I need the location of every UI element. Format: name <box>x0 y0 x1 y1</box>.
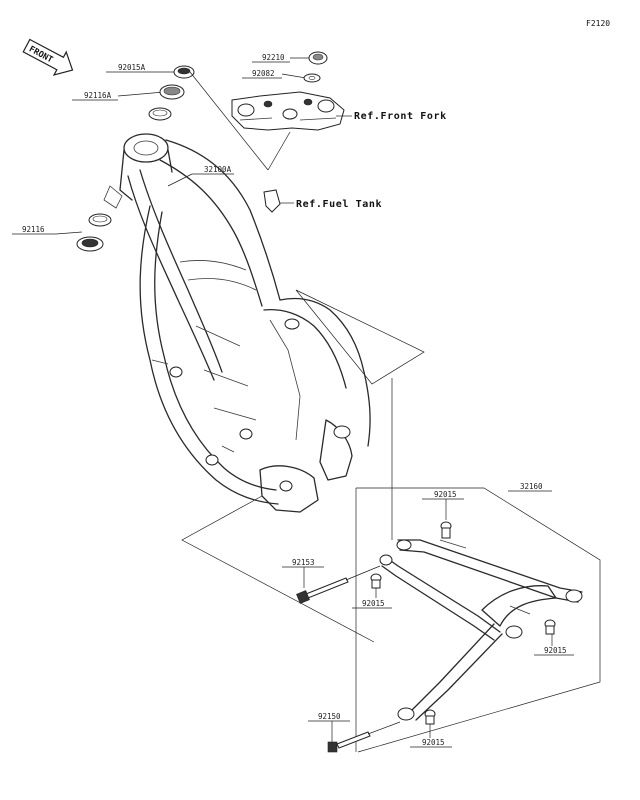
fuel-tank-bracket <box>263 189 281 213</box>
label-92150[interactable]: 92150 <box>308 712 350 742</box>
label-92015-bottom[interactable]: 92015 <box>410 722 452 748</box>
label-92015A[interactable]: 92015A <box>106 63 176 73</box>
ref-fuel-tank[interactable]: Ref.Fuel Tank <box>296 199 382 210</box>
svg-text:92116: 92116 <box>22 225 45 234</box>
seal-92015A <box>173 65 195 79</box>
rear-subframe <box>379 539 583 721</box>
bolt-92150 <box>327 721 401 753</box>
bearing-92116 <box>76 213 112 252</box>
label-32160[interactable]: 32160 <box>508 482 552 492</box>
label-92015-top[interactable]: 92015 <box>422 490 464 520</box>
bolt-92015-top <box>440 521 452 539</box>
svg-text:92153: 92153 <box>292 558 315 567</box>
svg-text:92082: 92082 <box>252 69 275 78</box>
main-frame <box>103 133 371 513</box>
upper-triple-clamp <box>231 91 345 131</box>
label-92015-right[interactable]: 92015 <box>534 632 574 656</box>
svg-text:32100A: 32100A <box>204 165 232 174</box>
front-direction-arrow-icon: FRONT <box>22 38 74 76</box>
svg-text:92015: 92015 <box>422 738 445 747</box>
svg-text:92015: 92015 <box>362 599 385 608</box>
bolt-92015-mid <box>370 573 382 589</box>
bolt-92015-bottom <box>424 709 436 725</box>
svg-text:92015: 92015 <box>544 646 567 655</box>
bolt-92153 <box>296 565 381 604</box>
svg-text:32160: 32160 <box>520 482 543 491</box>
svg-text:92015: 92015 <box>434 490 457 499</box>
label-32100A[interactable]: 32100A <box>167 165 234 187</box>
ref-front-fork[interactable]: Ref.Front Fork <box>354 111 447 122</box>
label-92153[interactable]: 92153 <box>282 558 324 588</box>
label-92210[interactable]: 92210 <box>252 53 312 63</box>
svg-text:92210: 92210 <box>262 53 285 62</box>
bearing-92116A <box>148 84 185 121</box>
washer <box>303 73 321 83</box>
svg-text:92116A: 92116A <box>84 91 112 100</box>
stem-nut <box>308 51 328 65</box>
label-92082[interactable]: 92082 <box>242 69 307 79</box>
bolt-92015-right <box>544 619 556 635</box>
figure-code: F2120 <box>586 19 610 28</box>
svg-text:92015A: 92015A <box>118 63 146 72</box>
label-92116A[interactable]: 92116A <box>72 91 165 101</box>
label-92116[interactable]: 92116 <box>12 225 83 235</box>
svg-text:92150: 92150 <box>318 712 341 721</box>
